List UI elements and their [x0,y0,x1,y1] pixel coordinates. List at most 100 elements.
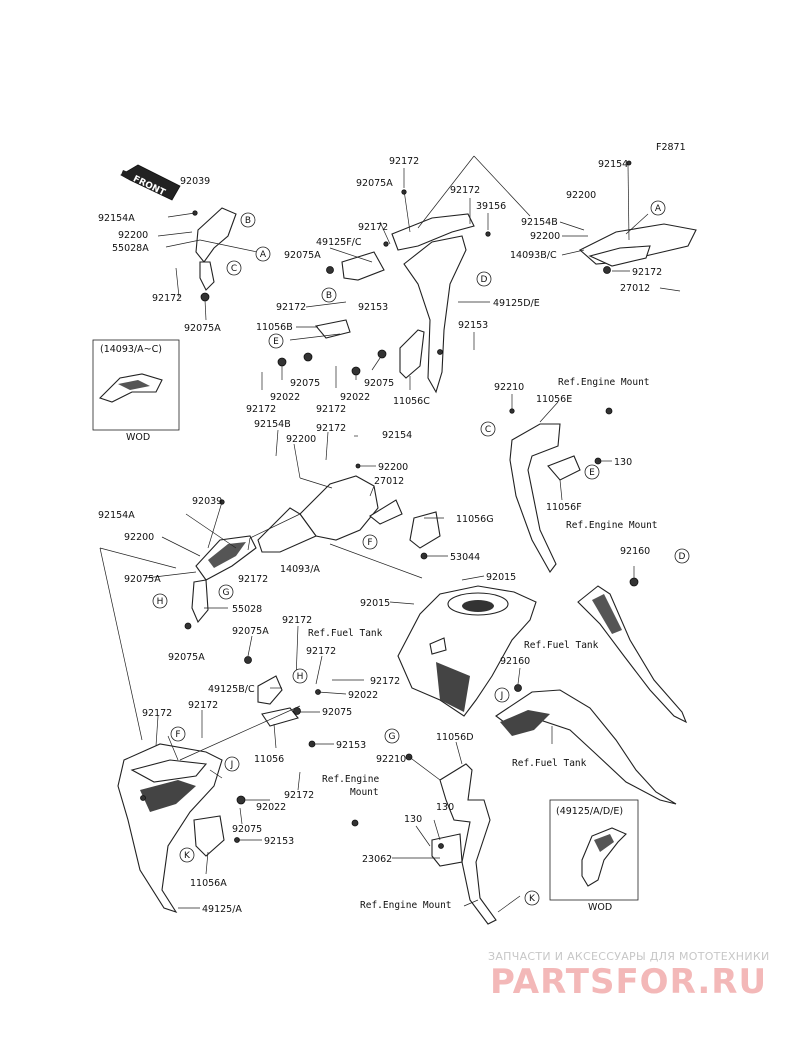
part-label: 92154A [98,510,135,521]
part-label: 92075A [124,574,161,585]
part-label: 92172 [188,700,218,711]
part-label: 92075A [168,652,205,663]
part-label: 92075A [284,250,321,261]
part-label: 92172 [142,708,172,719]
part-label: 92153 [358,302,388,313]
part-label: 92022 [270,392,300,403]
svg-text:A: A [655,204,662,214]
engine-mount-bracket-upper-right [509,407,613,574]
part-label: 92172 [389,156,419,167]
part-label: 39156 [476,201,506,212]
callout-k: K [179,847,195,863]
part-label: 11056C [393,396,430,407]
part-label: 92075 [290,378,320,389]
part-label: 92154B [521,217,558,228]
ref-label: Ref.Engine [322,774,379,785]
ref-label: Ref.Fuel Tank [512,758,587,769]
part-label: 130 [404,814,422,825]
callout-d: D [674,548,690,564]
part-label: 11056G [456,514,494,525]
callout-g: G [218,584,234,600]
side-cowl-upper-right [579,160,697,292]
part-label: 92200 [566,190,596,201]
side-cowl-right [577,577,688,724]
inner-stays-lower-left [234,656,321,843]
part-label: 92022 [256,802,286,813]
part-label: 130 [436,802,454,813]
side-duct-left [184,499,257,630]
svg-text:K: K [184,851,191,861]
part-label: 11056B [256,322,293,333]
part-label: 92172 [316,423,346,434]
part-label: 92200 [124,532,154,543]
callout-b: B [240,212,256,228]
callout-a: A [650,200,666,216]
callout-d: D [476,271,492,287]
leader-lines [99,155,649,913]
callout-b: B [321,287,337,303]
callout-g: G [384,728,400,744]
part-label: 49125B/C [208,684,255,695]
part-label: 92154 [382,430,412,441]
front-arrow-icon: FRONT [120,164,181,201]
part-label: 92172 [316,404,346,415]
part-label: 92172 [358,222,388,233]
svg-text:J: J [500,691,504,701]
svg-text:E: E [273,337,279,347]
part-label: 53044 [450,552,480,563]
inner-stays-middle [277,319,443,379]
callout-c: C [480,421,496,437]
part-label: 92015 [360,598,390,609]
part-label: 92172 [282,615,312,626]
svg-text:D: D [481,275,488,285]
part-label: 92210 [376,754,406,765]
svg-text:F: F [367,538,372,548]
svg-text:G: G [389,732,396,742]
part-label: 11056E [536,394,572,405]
part-label: 92200 [378,462,408,473]
part-label: 27012 [620,283,650,294]
callout-j: J [224,756,240,772]
svg-text:H: H [157,597,164,607]
watermark-subtitle: ЗАПЧАСТИ И АКСЕССУАРЫ ДЛЯ МОТОТЕХНИКИ [488,950,770,963]
part-label: 92075 [232,824,262,835]
callout-e: E [268,333,284,349]
ref-label: Mount [350,787,379,798]
part-label: 49125F/C [316,237,362,248]
part-label: 14093/A [280,564,320,575]
part-label: 11056F [546,502,582,513]
figure-code: F2871 [656,142,686,153]
part-number-labels: 92039 92154A 92200 55028A 92172 92075A 9… [98,156,662,915]
svg-text:J: J [230,760,234,770]
inset-14093-title: (14093/A~C) [100,344,162,355]
callout-k: K [524,890,540,906]
fuel-tank-outline [397,585,537,717]
part-label: 23062 [362,854,392,865]
part-label: 49125/A [202,904,242,915]
callout-a: A [255,246,271,262]
mirror-bracket-upper-left [192,207,237,302]
front-inner-cowl-center [257,463,441,560]
part-label: 92172 [246,404,276,415]
side-cowl-lower-left [117,743,225,914]
inset-49125-title: (49125/A/D/E) [556,806,623,817]
part-label: 92075A [356,178,393,189]
callout-j: J [494,687,510,703]
part-label: 92075A [184,323,221,334]
callout-h: H [152,593,168,609]
part-label: 55028A [112,243,149,254]
svg-text:C: C [485,425,491,435]
part-label: 14093B/C [510,250,557,261]
part-label: 92172 [450,185,480,196]
part-label: 92160 [620,546,650,557]
inset-14093-caption: WOD [126,432,150,443]
callout-h: H [292,668,308,684]
callout-f: F [170,726,186,742]
part-label: 92172 [632,267,662,278]
part-label: 92172 [284,790,314,801]
svg-text:H: H [297,672,304,682]
ref-label: Ref.Engine Mount [566,520,658,531]
svg-text:K: K [529,894,536,904]
callout-c: C [226,260,242,276]
